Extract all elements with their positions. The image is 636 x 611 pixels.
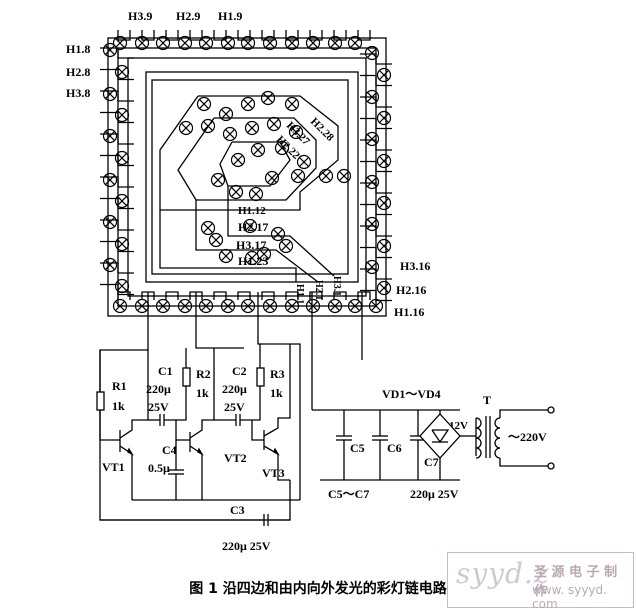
lamp-icon bbox=[104, 130, 117, 143]
watermark: syyd.z 圣 源 电 子 制 作 www. syyyd. com bbox=[447, 552, 634, 608]
lamp-icon bbox=[292, 170, 305, 183]
label-h1-23: H1.23 bbox=[238, 254, 268, 268]
label-r3-value: 1k bbox=[270, 386, 283, 400]
label-h1-9: H1.9 bbox=[218, 9, 242, 23]
label-r3: R3 bbox=[270, 367, 285, 381]
label-h1-8: H1.8 bbox=[66, 42, 90, 56]
lamp-icon bbox=[230, 186, 243, 199]
lamp-icon bbox=[262, 92, 275, 105]
label-220v: ～220V bbox=[508, 430, 547, 444]
label-h2-9: H2.9 bbox=[176, 9, 200, 23]
watermark-line2: www. syyyd. com bbox=[532, 583, 633, 611]
lamp-icon bbox=[250, 188, 263, 201]
lamp-icon bbox=[378, 282, 391, 295]
label-h1-1: H1.1 bbox=[294, 284, 305, 304]
label-c7: C7 bbox=[424, 455, 439, 469]
label-vt3: VT3 bbox=[262, 466, 285, 480]
lamp-icon bbox=[202, 222, 215, 235]
lamp-icon bbox=[378, 112, 391, 125]
label-c6: C6 bbox=[387, 441, 402, 455]
lamp-icon bbox=[272, 228, 285, 241]
label-r2-value: 1k bbox=[196, 386, 209, 400]
label-c4: C4 bbox=[162, 443, 177, 457]
lamp-icon bbox=[224, 128, 237, 141]
lamp-icon bbox=[268, 118, 281, 131]
lamp-icon bbox=[232, 154, 245, 167]
label-c4-value: 0.5μ bbox=[148, 461, 170, 475]
label-c5-c7: C5～C7 bbox=[328, 487, 369, 501]
label-vd1-vd4: VD1～VD4 bbox=[382, 387, 441, 401]
lamp-icon bbox=[104, 44, 117, 57]
label-h3-1: H3.1 bbox=[331, 276, 342, 296]
label-c1-value: 220μ bbox=[146, 382, 171, 396]
lamp-icon bbox=[104, 216, 117, 229]
label-c3-value: 220μ 25V bbox=[222, 539, 271, 553]
lamp-icon bbox=[198, 98, 211, 111]
label-h3-8: H3.8 bbox=[66, 86, 90, 100]
label-c1-voltage: 25V bbox=[148, 400, 169, 414]
label-vt1: VT1 bbox=[102, 460, 125, 474]
lamp-icon bbox=[378, 197, 391, 210]
label-h3-17: H3.17 bbox=[236, 238, 266, 252]
lamp-icon bbox=[298, 156, 311, 169]
label-h3-16: H3.16 bbox=[400, 259, 430, 273]
label-h2-1: H2.1 bbox=[313, 280, 324, 300]
label-c2-voltage: 25V bbox=[224, 400, 245, 414]
lamp-icon bbox=[320, 170, 333, 183]
label-r1-value: 1k bbox=[112, 399, 125, 413]
lamp-icon bbox=[378, 155, 391, 168]
label-r1: R1 bbox=[112, 379, 127, 393]
label-h2-8: H2.8 bbox=[66, 65, 90, 79]
label-h2-16: H2.16 bbox=[396, 283, 426, 297]
label-h1-12: H1.12 bbox=[238, 205, 266, 217]
label-r2: R2 bbox=[196, 367, 211, 381]
label-c5: C5 bbox=[350, 441, 365, 455]
label-c2: C2 bbox=[232, 364, 247, 378]
lamp-icon bbox=[210, 234, 223, 247]
lamp-icon bbox=[180, 122, 193, 135]
lamp-icon bbox=[378, 69, 391, 82]
lamp-icon bbox=[252, 144, 265, 157]
lamp-icon bbox=[280, 240, 293, 253]
label-h2-28: H2.28 bbox=[308, 116, 337, 145]
label-transformer: T bbox=[483, 393, 491, 407]
label-h3-9: H3.9 bbox=[128, 9, 152, 23]
lamp-icon bbox=[242, 98, 255, 111]
label-c1: C1 bbox=[158, 364, 173, 378]
lamp-icon bbox=[104, 88, 117, 101]
label-c3: C3 bbox=[230, 503, 245, 517]
lamp-icon bbox=[220, 250, 233, 263]
lamp-icon bbox=[378, 240, 391, 253]
lamp-icon bbox=[246, 122, 259, 135]
lamp-icon bbox=[286, 98, 299, 111]
label-h1-16: H1.16 bbox=[394, 305, 424, 319]
lamp-icon bbox=[104, 259, 117, 272]
label-c2-value: 220μ bbox=[222, 382, 247, 396]
label-vt2: VT2 bbox=[224, 451, 247, 465]
lamp-icon bbox=[104, 174, 117, 187]
lamp-icon bbox=[212, 174, 225, 187]
label-c5-c7-value: 220μ 25V bbox=[410, 487, 459, 501]
wiring bbox=[100, 30, 392, 316]
label-h2-17: H2.17 bbox=[238, 220, 268, 234]
